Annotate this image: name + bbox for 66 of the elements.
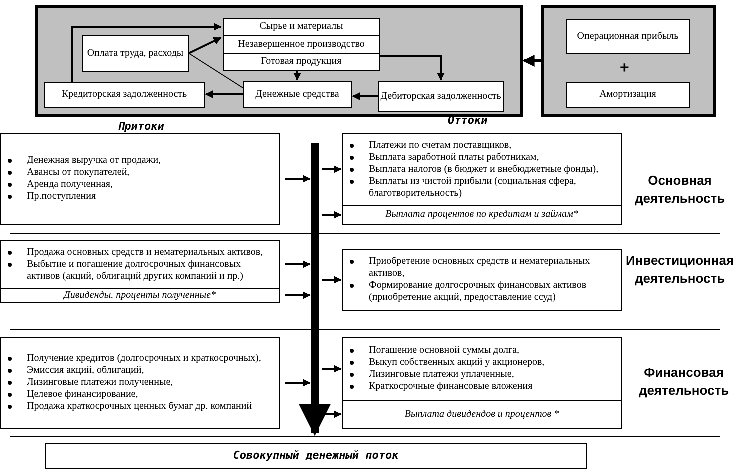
arrow — [322, 166, 342, 174]
list-item: Платежи по счетам поставщиков, — [369, 140, 512, 150]
section-label: Финансовая деятельность — [638, 364, 730, 400]
text-box — [0, 240, 280, 289]
flow-bar — [311, 143, 319, 405]
column-heading: Оттоки — [448, 114, 489, 127]
text-box — [342, 133, 622, 206]
arrow — [71, 23, 222, 82]
list-item: Денежная выручка от продажи, — [27, 155, 162, 166]
arrow — [285, 292, 311, 300]
text-box — [0, 133, 280, 225]
process-box: Кредиторская задолженность — [44, 82, 205, 108]
process-box: Амортизация — [566, 82, 690, 108]
list-item: Выплата налогов (в бюджет и внебюджетные фонды), — [369, 164, 599, 174]
list-item: Эмиссия акций, облигаций, — [27, 365, 144, 376]
arrow — [188, 37, 222, 54]
text-box — [0, 337, 280, 429]
text-box: Дивиденды. проценты полученные* — [0, 288, 280, 303]
text-box: Выплата дивидендов и процентов * — [342, 400, 622, 429]
list-item: Получение кредитов (долгосрочных и краткосрочных), — [27, 353, 262, 364]
list-item: Погашение основной суммы долга, — [369, 345, 520, 356]
list-item: Авансы от покупателей, — [27, 167, 130, 178]
arrow — [352, 92, 378, 100]
arrow — [285, 260, 311, 268]
list-item: Продажа основных средств и нематериальных активов, — [27, 246, 264, 258]
arrow — [205, 90, 243, 98]
list-item: Выплаты из чистой прибыли (социальная сфера, благотворительность) — [369, 176, 576, 198]
process-box: Готовая продукция — [223, 53, 380, 71]
arrow — [285, 379, 311, 387]
list-item: Лизинговые платежи полученные, — [27, 377, 174, 388]
section-label: Инвестиционная деятельность — [625, 252, 735, 288]
list-item: Выплата заработной платы работникам, — [369, 152, 540, 162]
arrow — [299, 404, 331, 436]
list-item: Аренда полученная, — [27, 179, 113, 190]
list-item: Продажа краткосрочных ценных бумаг др. компаний — [27, 401, 252, 412]
process-box: Сырье и материалы — [223, 18, 380, 36]
list-item: Формирование долгосрочных финансовых активов (приобретение акций, предоставление ссуд) — [369, 280, 587, 303]
text-box — [342, 249, 622, 311]
diagram-panel — [35, 5, 523, 117]
list-item: Краткосрочные финансовые вложения — [369, 381, 533, 392]
arrow — [380, 55, 445, 81]
list-item: Приобретение основных средств и нематериальных активов, — [369, 256, 590, 279]
process-box: Незавершенное производство — [223, 35, 380, 54]
arrow — [522, 55, 541, 67]
process-box: Дебиторская задолженность — [378, 81, 504, 112]
list-item: Пр.поступления — [27, 191, 96, 202]
diagram-panel — [541, 5, 716, 117]
arrow — [322, 276, 342, 284]
process-box: Денежные средства — [243, 81, 352, 108]
arrow — [322, 365, 342, 373]
column-heading: Притоки — [118, 120, 166, 133]
list-item: Целевое финансирование, — [27, 389, 138, 400]
process-box: Оплата труда, расходы — [82, 35, 189, 72]
total-box: Совокупный денежный поток — [45, 443, 587, 469]
arrow — [294, 71, 302, 81]
text-box — [342, 337, 622, 401]
plus-sign: + — [620, 60, 630, 78]
list-item: Лизинговые платежи уплаченные, — [369, 369, 514, 380]
text-box: Выплата процентов по кредитам и займам* — [342, 205, 622, 225]
list-item: Выбытие и погашение долгосрочных финансовых активов (акций, облигаций других компаний и пр.) — [27, 258, 244, 282]
arrow — [322, 211, 342, 219]
connector-line — [188, 53, 244, 88]
section-label: Основная деятельность — [634, 172, 726, 208]
list-item: Выкуп собственных акций у акционеров, — [369, 357, 545, 368]
process-box: Операционная прибыль — [566, 19, 690, 54]
arrow — [285, 175, 311, 183]
